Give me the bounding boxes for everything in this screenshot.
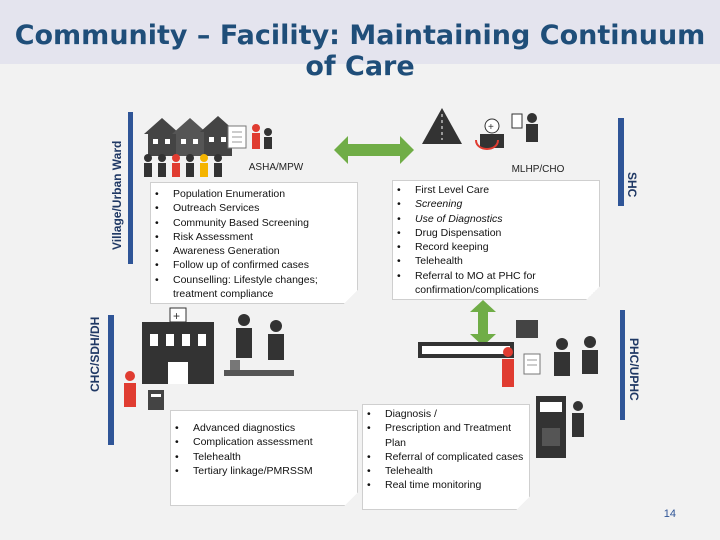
list-item: Referral of complicated cases <box>363 450 529 465</box>
phc-label: PHC/UPHC <box>627 338 641 401</box>
chc-card: Advanced diagnostics Complication assess… <box>170 410 358 506</box>
doctor-icon <box>268 320 284 360</box>
house-icon <box>200 116 236 156</box>
asha-list: Population Enumeration Outreach Services… <box>151 187 357 301</box>
person-icon <box>572 401 584 437</box>
page-fold <box>344 290 358 304</box>
monitor-icon <box>511 113 523 129</box>
chc-label: CHC/SDH/DH <box>88 316 102 392</box>
phc-list: Diagnosis / Prescription and Treatment P… <box>363 407 529 493</box>
page-fold <box>516 496 530 510</box>
list-item: First Level Care <box>393 183 599 198</box>
person-icon <box>144 154 152 177</box>
list-item: Drug Dispensation <box>393 226 599 241</box>
svg-text:+: + <box>173 309 180 323</box>
chc-bar <box>108 315 114 445</box>
clipboard-icon <box>523 353 541 375</box>
list-item: Population Enumeration <box>151 187 357 202</box>
chc-list: Advanced diagnostics Complication assess… <box>171 421 357 478</box>
doctor-icon <box>236 314 252 358</box>
person-icon <box>172 154 180 177</box>
clipboard-icon <box>227 125 247 149</box>
hospital-icon: + <box>142 307 214 384</box>
list-item: Real time monitoring <box>363 478 529 493</box>
village-bar <box>128 112 133 264</box>
list-item: Outreach Services <box>151 201 357 216</box>
medical-kit-icon: + <box>480 118 504 148</box>
clinic-sign-icon <box>418 342 514 358</box>
shc-label: SHC <box>625 172 639 198</box>
asha-label: ASHA/MPW <box>248 162 304 173</box>
page-fold <box>586 286 600 300</box>
village-label: Village/Urban Ward <box>110 140 124 250</box>
shc-illustration: + <box>422 108 538 150</box>
list-item: Telehealth <box>171 450 357 465</box>
list-item: Referral to MO at PHC for confirmation/c… <box>393 269 599 298</box>
list-item: Risk Assessment <box>151 230 357 245</box>
list-item: Complication assessment <box>171 435 357 450</box>
person-icon <box>158 154 166 177</box>
shc-bar <box>618 118 624 206</box>
monitor-icon <box>516 320 538 338</box>
mlhp-card: First Level Care Screening Use of Diagno… <box>392 180 600 300</box>
title-bar <box>0 0 720 64</box>
mlhp-list: First Level Care Screening Use of Diagno… <box>393 183 599 297</box>
person-icon <box>124 371 136 407</box>
list-item: Diagnosis / <box>363 407 529 422</box>
doctor-icon <box>526 113 538 142</box>
person-icon <box>502 347 514 387</box>
person-icon <box>252 124 260 149</box>
list-item: Tertiary linkage/PMRSSM <box>171 464 357 479</box>
svg-text:+: + <box>488 122 494 133</box>
list-item: Advanced diagnostics <box>171 421 357 436</box>
doctor-icon <box>582 336 598 374</box>
list-item: Use of Diagnostics <box>393 212 599 227</box>
page-number: 14 <box>663 508 676 520</box>
page-fold <box>344 492 358 506</box>
doctor-icon <box>554 338 570 376</box>
house-icon <box>144 118 180 156</box>
person-icon <box>264 128 272 149</box>
house-icon <box>172 118 208 156</box>
horizontal-arrow <box>334 136 414 164</box>
stethoscope-icon <box>475 139 499 150</box>
list-item: Screening <box>393 197 599 212</box>
person-icon <box>200 154 208 177</box>
village-illustration <box>144 116 272 177</box>
list-item: Awareness Generation <box>151 244 357 259</box>
person-icon <box>186 154 194 177</box>
pharmacy-counter-icon <box>536 396 566 458</box>
list-item: Follow up of confirmed cases <box>151 258 357 273</box>
person-icon <box>214 154 222 177</box>
list-item: Record keeping <box>393 240 599 255</box>
phc-illustration <box>418 320 598 458</box>
list-item: Community Based Screening <box>151 216 357 231</box>
vertical-arrow <box>470 300 496 346</box>
list-item: Counselling: Lifestyle changes; treatmen… <box>151 273 357 302</box>
list-item: Prescription and Treatment Plan <box>363 421 529 450</box>
list-item: Telehealth <box>393 254 599 269</box>
road-icon <box>422 108 462 144</box>
desk-icon <box>224 360 294 376</box>
page-title: Community – Facility: Maintaining Contin… <box>14 20 706 82</box>
chc-illustration: + <box>124 307 294 410</box>
phc-bar <box>620 310 625 420</box>
asha-card: Population Enumeration Outreach Services… <box>150 182 358 304</box>
phc-card: Diagnosis / Prescription and Treatment P… <box>362 404 530 510</box>
list-item: Telehealth <box>363 464 529 479</box>
mlhp-label: MLHP/CHO <box>511 164 565 175</box>
computer-icon <box>148 390 164 410</box>
